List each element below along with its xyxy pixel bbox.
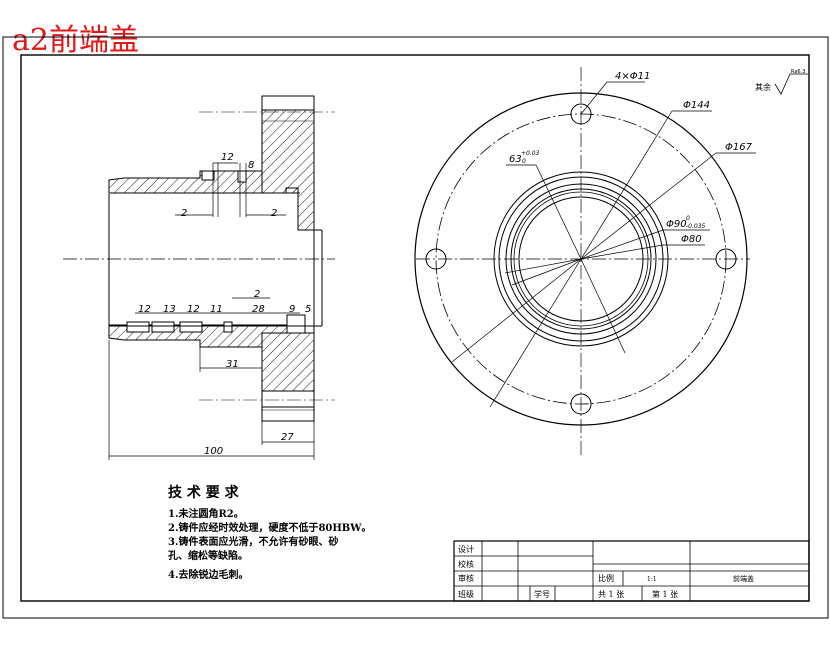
dim-12-top: 12 bbox=[221, 152, 234, 163]
tb-design: 设计 bbox=[458, 544, 474, 554]
title-block bbox=[453, 540, 810, 602]
title-block-text: 设计 校核 审核 班级 学号 比例 1:1 前端盖 共 1 张 第 1 张 bbox=[458, 544, 754, 599]
roughness-symbol bbox=[774, 73, 808, 95]
inner-frame bbox=[20, 54, 810, 602]
requirement-4: 4.去除锐边毛刺。 bbox=[168, 568, 248, 581]
roughness-note: 其余 Ra6.3 bbox=[755, 69, 808, 95]
technical-requirements: 技 术 要 求 1.未注圆角R2。 2.铸件应经时效处理，硬度不低于80HBW。… bbox=[168, 484, 372, 581]
tb-class: 班级 bbox=[458, 589, 474, 599]
lower-flange bbox=[261, 332, 315, 392]
section-view bbox=[63, 95, 335, 422]
roughness-value: Ra6.3 bbox=[791, 69, 805, 75]
tb-scale-label: 比例 bbox=[598, 573, 614, 583]
roughness-label: 其余 bbox=[755, 82, 771, 92]
requirement-1: 1.未注圆角R2。 bbox=[168, 507, 244, 520]
front-view bbox=[414, 67, 756, 457]
dim-12-b: 12 bbox=[187, 304, 200, 315]
dim-d90-tol-up: 0 bbox=[686, 215, 690, 222]
dim-5: 5 bbox=[305, 304, 311, 315]
tb-check: 校核 bbox=[458, 559, 474, 569]
outer-frame bbox=[2, 36, 829, 619]
dim-d80: Φ80 bbox=[681, 234, 702, 245]
drawing-title: a2前端盖 bbox=[12, 23, 139, 58]
dim-9: 9 bbox=[289, 304, 295, 315]
dim-2-right: 2 bbox=[271, 208, 277, 219]
tb-sheet-no: 第 1 张 bbox=[652, 589, 678, 599]
dim-11: 11 bbox=[210, 304, 223, 315]
tb-review: 审核 bbox=[458, 573, 474, 583]
dim-2-left: 2 bbox=[181, 208, 187, 219]
dim-63: 63 bbox=[509, 154, 522, 165]
tb-sheets-total: 共 1 张 bbox=[598, 590, 624, 599]
dim-d90: Φ90 bbox=[666, 219, 687, 230]
dim-d90-tol-low: -0.035 bbox=[686, 223, 706, 230]
requirements-heading: 技 术 要 求 bbox=[168, 484, 240, 501]
dim-d167: Φ167 bbox=[725, 142, 753, 153]
requirement-2: 2.铸件应经时效处理，硬度不低于80HBW。 bbox=[168, 521, 372, 534]
requirement-3: 3.铸件表面应光滑，不允许有砂眼、砂 bbox=[168, 535, 338, 548]
dim-63-tol: +0.03 bbox=[521, 150, 540, 157]
dim-63-tol-low: 0 bbox=[522, 158, 526, 165]
dim-13: 13 bbox=[163, 304, 176, 315]
dim-12-a: 12 bbox=[138, 304, 151, 315]
dim-8-top: 8 bbox=[248, 160, 254, 171]
dim-100: 100 bbox=[204, 446, 223, 457]
dim-28: 28 bbox=[252, 304, 265, 315]
tb-student-no: 学号 bbox=[534, 589, 550, 599]
tb-part-name: 前端盖 bbox=[733, 574, 754, 583]
dim-d144: Φ144 bbox=[683, 100, 710, 111]
dim-27: 27 bbox=[281, 432, 294, 443]
tb-scale-value: 1:1 bbox=[647, 576, 657, 583]
dim-2-mid: 2 bbox=[254, 289, 260, 300]
dim-holes: 4×Φ11 bbox=[615, 71, 650, 82]
requirement-3b: 孔、缩松等缺陷。 bbox=[168, 549, 248, 562]
section-dimensions bbox=[108, 162, 315, 460]
upper-flange bbox=[261, 95, 315, 231]
dim-31: 31 bbox=[226, 359, 239, 370]
